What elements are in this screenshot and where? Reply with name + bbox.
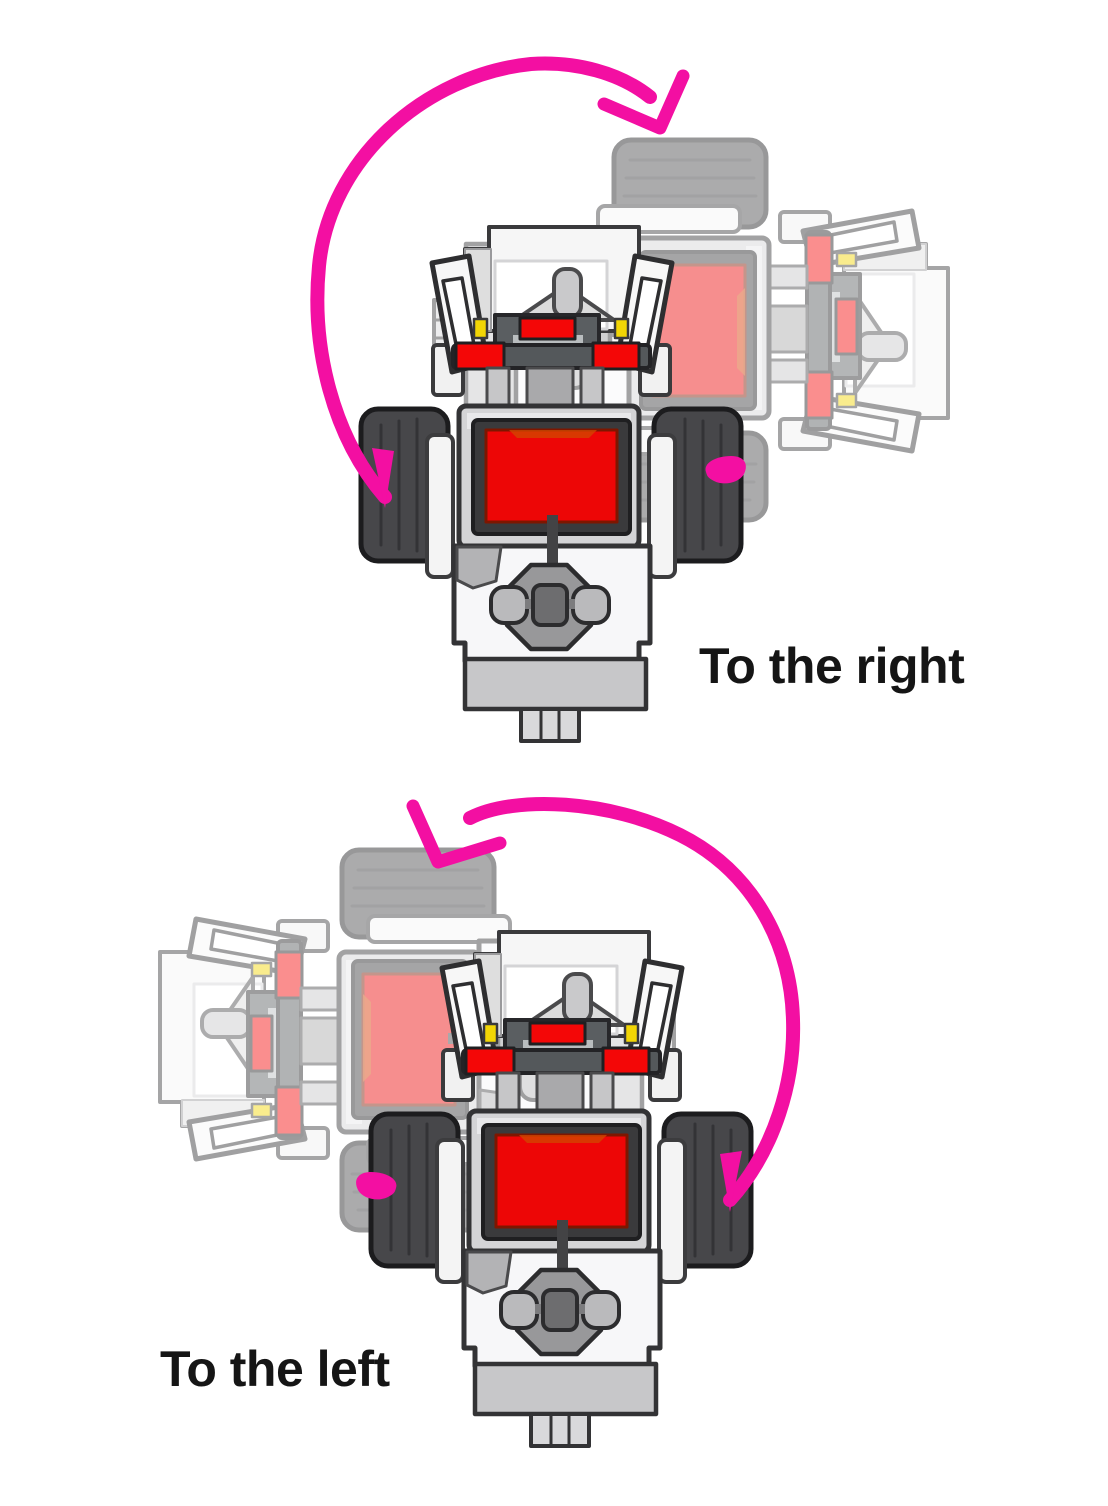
wheel-direction-tick [705,456,746,484]
arrowhead [406,799,507,869]
caption-turn-left: To the left [160,1341,390,1397]
figure-turn-right [310,56,948,741]
arrow-tail-taper [720,1151,742,1212]
figure-turn-left [160,796,801,1446]
caption-turn-right: To the right [699,638,965,694]
wheel-direction-tick [356,1172,397,1200]
counterclockwise-arrow-icon [356,796,801,1212]
clockwise-arrow-icon [310,56,746,508]
arrow-tail-taper [372,448,394,508]
arrowhead [597,69,690,135]
